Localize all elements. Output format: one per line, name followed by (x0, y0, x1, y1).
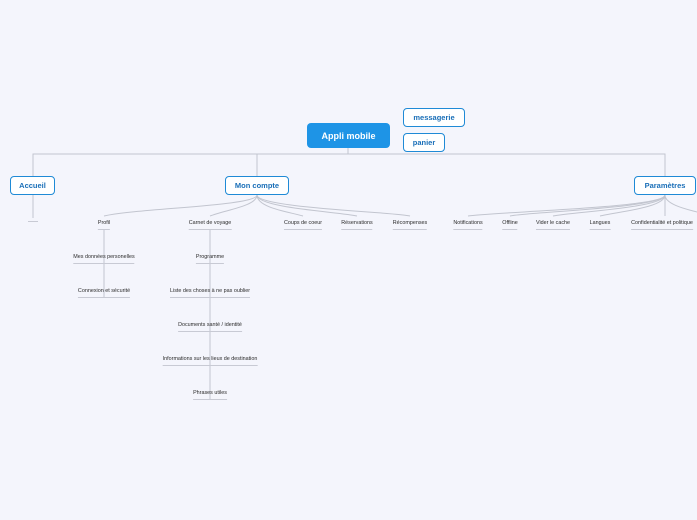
topic-mon-compte[interactable]: Mon compte (225, 176, 289, 195)
root-node[interactable]: Appli mobile (307, 123, 390, 148)
subtopic-informations-lieux[interactable]: Informations sur les lieux de destinatio… (162, 356, 258, 366)
subtopic-confidentialite[interactable]: Confidentialité et politique (631, 220, 693, 230)
subtopic-carnet-de-voyage[interactable]: Carnet de voyage (188, 220, 232, 230)
accueil-empty-subtopic (28, 218, 38, 222)
subtopic-vider-cache[interactable]: Vider le cache (535, 220, 571, 230)
subtopic-programme[interactable]: Programme (195, 254, 225, 264)
subtopic-langues[interactable]: Langues (589, 220, 611, 230)
subtopic-notifications[interactable]: Notifications (453, 220, 483, 230)
subtopic-offline[interactable]: Offline (502, 220, 518, 230)
subtopic-phrases-utiles[interactable]: Phrases utiles (193, 390, 227, 400)
subtopic-mes-donnees[interactable]: Mes données personelles (73, 254, 135, 264)
subtopic-documents-sante[interactable]: Documents santé / identité (178, 322, 242, 332)
floating-topic-messagerie[interactable]: messagerie (403, 108, 465, 127)
subtopic-liste-choses[interactable]: Liste des choses à ne pas oublier (169, 288, 251, 298)
subtopic-profil[interactable]: Profil (97, 220, 111, 230)
subtopic-connexion-securite[interactable]: Connexion et sécurité (77, 288, 131, 298)
topic-accueil[interactable]: Accueil (10, 176, 55, 195)
subtopic-recompenses[interactable]: Récompenses (392, 220, 428, 230)
topic-parametres[interactable]: Paramètres (634, 176, 696, 195)
subtopic-reservations[interactable]: Réservations (341, 220, 373, 230)
floating-topic-panier[interactable]: panier (403, 133, 445, 152)
subtopic-coups-de-coeur[interactable]: Coups de coeur (283, 220, 323, 230)
